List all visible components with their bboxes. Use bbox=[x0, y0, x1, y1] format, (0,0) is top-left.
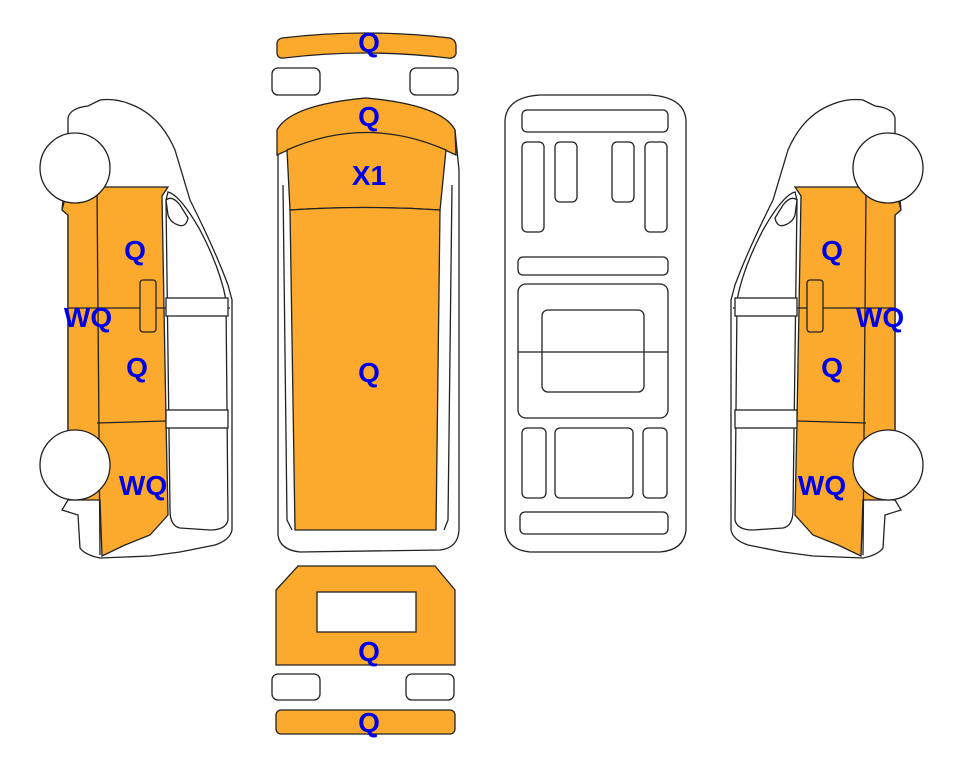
left-side-view bbox=[39, 98, 233, 559]
underside-part bbox=[644, 141, 668, 233]
rear-bumper-label: Q bbox=[358, 707, 380, 738]
left-side-label: WQ bbox=[119, 470, 167, 501]
underside-part bbox=[541, 309, 645, 393]
rear-bumper bbox=[275, 709, 456, 735]
underside-part bbox=[521, 141, 545, 233]
left-side-label: Q bbox=[126, 352, 148, 383]
left-side-label: WQ bbox=[64, 302, 112, 333]
hood-label: Q bbox=[358, 101, 380, 132]
rear-window bbox=[316, 591, 417, 633]
underside-part bbox=[517, 256, 669, 276]
underside-part bbox=[554, 141, 578, 203]
taillight-left bbox=[271, 673, 321, 701]
side-pillar bbox=[165, 409, 229, 429]
side-window-frame bbox=[165, 191, 229, 531]
side-mirror-window bbox=[165, 197, 189, 227]
side-panel-line bbox=[96, 189, 101, 556]
headlight-left bbox=[271, 67, 321, 96]
windshield-label: X1 bbox=[352, 160, 386, 191]
underside-part bbox=[521, 427, 547, 499]
top-view bbox=[271, 32, 460, 553]
underside-part bbox=[554, 427, 634, 499]
underside-view bbox=[504, 94, 687, 553]
rear-door-label: Q bbox=[358, 636, 380, 667]
right-side-label: WQ bbox=[856, 302, 904, 333]
front-bumper bbox=[276, 32, 457, 59]
rear-view bbox=[271, 565, 456, 735]
roof-label: Q bbox=[358, 357, 380, 388]
right-side-label: Q bbox=[821, 352, 843, 383]
front-wheel-icon bbox=[39, 132, 111, 204]
side-pillar bbox=[165, 297, 229, 317]
side-rail bbox=[443, 184, 453, 531]
headlight-right bbox=[409, 67, 459, 96]
underside-part bbox=[521, 109, 669, 133]
underside-part bbox=[642, 427, 668, 499]
right-side-label: Q bbox=[821, 235, 843, 266]
door-handle bbox=[139, 279, 157, 333]
front-bumper-label: Q bbox=[358, 27, 380, 58]
right-side-label: WQ bbox=[798, 470, 846, 501]
rear-wheel-icon bbox=[39, 429, 111, 501]
taillight-right bbox=[405, 673, 455, 701]
underside-part bbox=[519, 511, 669, 535]
side-panel-line bbox=[96, 420, 167, 424]
side-rail bbox=[282, 184, 293, 531]
underside-part bbox=[611, 141, 635, 203]
left-side-label: Q bbox=[124, 235, 146, 266]
roof-panel bbox=[289, 206, 441, 531]
